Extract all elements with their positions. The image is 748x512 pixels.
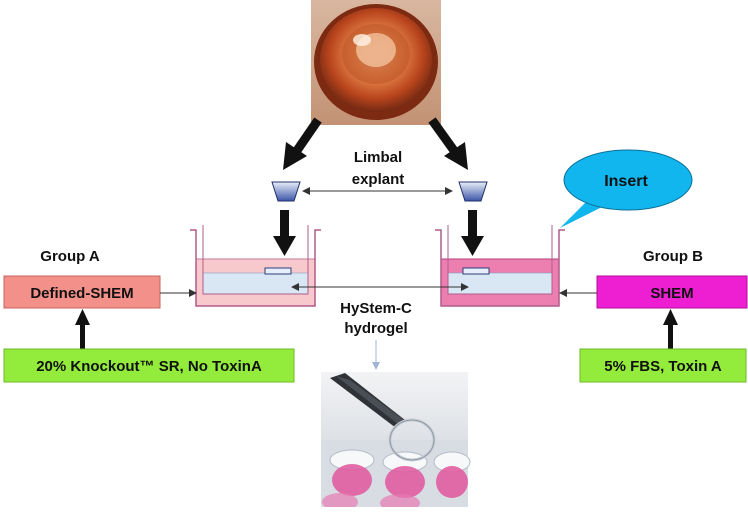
shem-label: SHEM xyxy=(650,285,693,302)
supplement-a-box xyxy=(3,348,295,383)
explant-photo xyxy=(311,0,441,125)
well-b-explant xyxy=(462,267,490,275)
supplement-b-label: 5% FBS, Toxin A xyxy=(604,358,722,375)
defined-shem-box xyxy=(3,275,161,309)
well-a-outer-wall xyxy=(190,229,321,307)
culture-well-group-b xyxy=(435,225,565,307)
explant-piece-right xyxy=(458,181,488,202)
well-a-explant xyxy=(264,267,292,275)
supplement-a-to-medium-arrow xyxy=(75,309,90,349)
arrow-explant-into-right-well xyxy=(461,210,484,256)
limbal-explant-label-line1: Limbal xyxy=(354,149,402,166)
well-a-insert-wall xyxy=(202,225,309,295)
shem-box xyxy=(596,275,748,309)
hydrogel-photo xyxy=(321,372,471,512)
group-b-label: Group B xyxy=(643,248,703,265)
defined-shem-label: Defined-SHEM xyxy=(30,285,133,302)
limbal-explant-label-line2: explant xyxy=(352,171,405,188)
well-b-insert-wall xyxy=(447,225,553,295)
supplement-b-to-medium-arrow xyxy=(663,309,678,349)
arrow-explant-into-left-well xyxy=(273,210,296,256)
well-a-hydrogel-layer xyxy=(202,272,309,295)
arrow-photo-to-right-insert xyxy=(428,117,468,170)
group-a-label: Group A xyxy=(40,248,100,265)
culture-well-group-a xyxy=(190,225,321,307)
supplement-a-label: 20% Knockout™ SR, No ToxinA xyxy=(36,358,262,375)
well-b-outer-wall xyxy=(435,229,565,307)
well-b-hydrogel-layer xyxy=(447,272,553,295)
explant-piece-left xyxy=(271,181,301,202)
insert-callout: Insert xyxy=(560,149,693,228)
arrow-photo-to-left-insert xyxy=(283,117,322,170)
insert-callout-bubble xyxy=(563,149,693,211)
hydrogel-label-line1: HyStem-C xyxy=(340,300,412,317)
insert-label: Insert xyxy=(604,173,648,190)
supplement-b-box xyxy=(579,348,747,383)
hydrogel-label-line2: hydrogel xyxy=(344,320,407,337)
